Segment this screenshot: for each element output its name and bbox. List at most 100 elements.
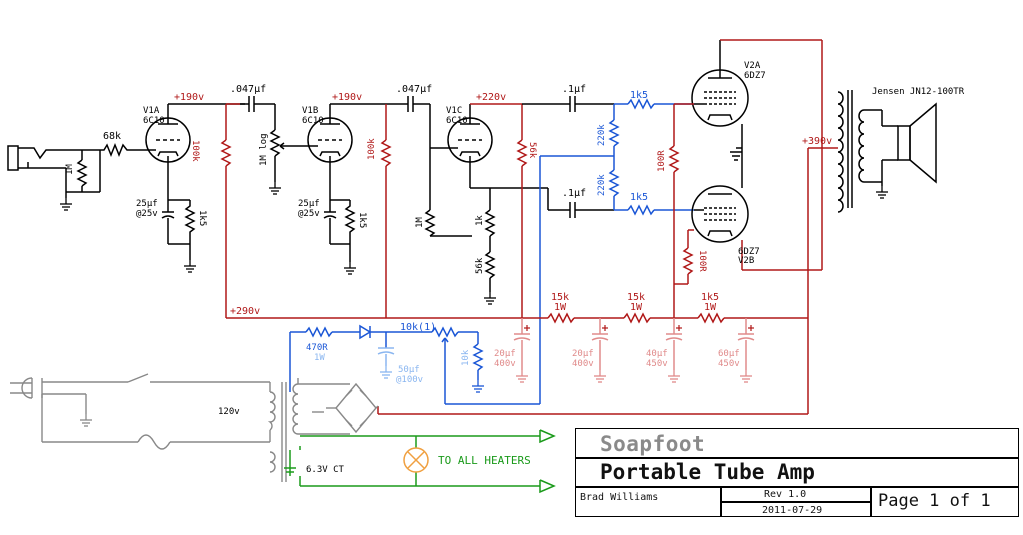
label-cap-20-2v: 400v: [572, 359, 594, 369]
label-1k5-3: 1k5: [701, 292, 719, 303]
label-cap-25-1: 25µf: [136, 199, 158, 209]
label-120v: 120v: [218, 407, 240, 417]
title-block-divider-1: [575, 457, 1019, 459]
label-1k: 1k: [475, 215, 485, 226]
v1c-plate-to-cap: [522, 96, 614, 218]
label-cap-40: 40µf: [646, 349, 668, 359]
ground-filter-caps: [515, 369, 753, 383]
output-transformer: [837, 90, 898, 213]
label-to-all-heaters: TO ALL HEATERS: [438, 454, 531, 467]
label-cap-1-b: .1µf: [562, 188, 586, 199]
label-1k5-1: 1k5: [197, 210, 207, 226]
input-wiring: [56, 149, 101, 198]
b-plus-rail: [226, 312, 809, 415]
drawing-date: 2011-07-29: [762, 505, 823, 516]
resistor-68k: [100, 142, 152, 158]
tube-v2b: [691, 124, 749, 243]
label-1m-c: 1M: [415, 217, 425, 228]
v1a-plate-resistor: [220, 103, 240, 318]
label-v2b: V2B: [738, 256, 754, 266]
author-name: Brad Williams: [580, 492, 659, 503]
label-v1b: V1B: [302, 106, 318, 116]
label-15k-1w: 1W: [554, 302, 567, 313]
label-cap-25-2v: @25v: [298, 209, 320, 219]
company-name: Soapfoot: [600, 432, 706, 456]
v1c-plate-wiring: [470, 103, 528, 318]
label-220k-2: 220k: [597, 174, 607, 196]
label-heater-ct: 6.3V CT: [306, 465, 345, 475]
label-56k-2: 56k: [475, 257, 485, 274]
label-100k-2: 100k: [367, 138, 377, 160]
label-1m-input: 1M: [65, 164, 75, 175]
label-v2a-type: 6DZ7: [744, 71, 766, 81]
ground-bias-pot: [471, 379, 485, 393]
label-220k-1: 220k: [597, 124, 607, 146]
label-cap-1-a: .1µf: [562, 84, 586, 95]
label-15k-2w: 1W: [630, 302, 643, 313]
ground-mains: [79, 413, 93, 427]
tube-v1c: [444, 104, 548, 292]
revision: Rev 1.0: [764, 489, 807, 500]
label-10k: 10k: [461, 349, 471, 366]
label-100r-2: 100R: [697, 250, 707, 272]
label-pot-10k: 10k(1): [400, 322, 436, 333]
cap-polarity-marks: [524, 325, 754, 331]
label-1k5-grid-2: 1k5: [630, 192, 648, 203]
drawing-title: Portable Tube Amp: [600, 460, 815, 484]
bias-supply: [289, 324, 540, 405]
heater-wiring: [284, 429, 556, 494]
input-jack: [7, 145, 56, 171]
label-cap-047-2: .047µf: [396, 84, 432, 95]
ground-v1a: [183, 259, 197, 273]
label-v1a-volt: +190v: [174, 92, 204, 103]
v1b-cathode: [323, 199, 356, 262]
label-470r-w: 1W: [314, 353, 325, 363]
title-block-divider-5: [720, 501, 870, 503]
label-cap-50: 50µf: [398, 365, 420, 375]
label-cap-50v: @100v: [396, 375, 423, 385]
label-cap-20-2: 20µf: [572, 349, 594, 359]
label-v1c-type: 6C10: [446, 116, 468, 126]
label-100r-1: 100R: [657, 150, 667, 172]
label-v1b-volt: +190v: [332, 92, 362, 103]
page-number: Page 1 of 1: [878, 491, 991, 511]
bias-network: [539, 98, 694, 404]
label-speaker: Jensen JN12-100TR: [872, 87, 965, 97]
mains-plug: [10, 373, 271, 450]
label-cap-20-1: 20µf: [494, 349, 516, 359]
bias-filter-cap: [377, 347, 395, 366]
filter-caps: [513, 318, 755, 370]
label-390v: +390v: [802, 136, 832, 147]
ground-v1b: [343, 261, 357, 275]
ground-v1c: [483, 291, 497, 305]
tube-v2a: [691, 40, 749, 127]
label-cap-25-2: 25µf: [298, 199, 320, 209]
ground-bias-cap: [379, 365, 393, 379]
label-15k-2: 15k: [627, 292, 645, 303]
title-block-divider-4: [870, 486, 872, 517]
volume-pot: [269, 129, 300, 182]
power-transformer: [267, 378, 350, 482]
label-cap-047-1: .047µf: [230, 84, 266, 95]
pilot-lamp-icon: [403, 447, 429, 473]
label-1k5-3w: 1W: [704, 302, 717, 313]
coupling-cap-1: [240, 96, 276, 130]
label-v1c-volt: +220v: [476, 92, 506, 103]
label-v1a: V1A: [143, 106, 160, 116]
ground-ot: [875, 185, 889, 199]
label-cap-40v: 450v: [646, 359, 668, 369]
label-v1b-type: 6C10: [302, 116, 324, 126]
label-56k-1: 56k: [527, 142, 537, 159]
label-290v: +290v: [230, 306, 260, 317]
label-15k-1: 15k: [551, 292, 569, 303]
label-cap-20-1v: 400v: [494, 359, 516, 369]
label-68k: 68k: [103, 131, 121, 142]
speaker-icon: [897, 102, 937, 184]
v1b-plate-resistor: [380, 104, 392, 318]
label-v1c: V1C: [446, 106, 462, 116]
label-100k-1: 100k: [190, 140, 200, 162]
ground-input: [59, 197, 73, 211]
output-wiring: [668, 39, 838, 318]
label-1k5-2: 1k5: [357, 212, 367, 228]
